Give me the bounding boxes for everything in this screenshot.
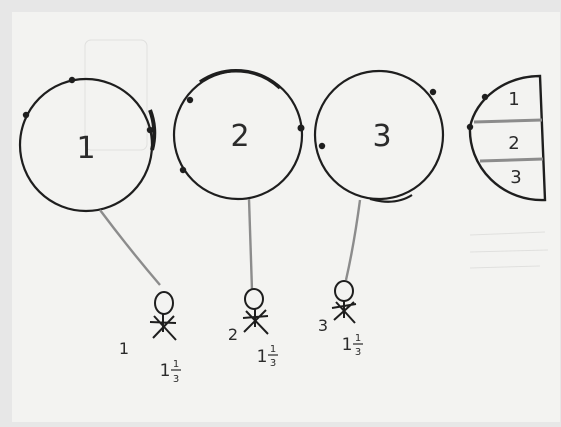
half-circle-dot-left	[466, 123, 474, 131]
circle-2: 2	[172, 68, 305, 201]
person-2-body	[242, 309, 269, 335]
person-2-share-den: 3	[270, 358, 276, 369]
string-2	[247, 198, 254, 291]
circle-3-tail	[369, 194, 413, 203]
paper-show-through	[84, 39, 549, 269]
person-3: 3 1 1 3	[318, 280, 363, 358]
person-2-share-whole: 1	[257, 347, 268, 367]
person-3-share-whole: 1	[342, 335, 353, 355]
circle-1-dot-top	[68, 76, 76, 84]
circle-2-dot-left	[186, 96, 194, 104]
person-3-share-den: 3	[355, 347, 361, 358]
person-1-share-num: 1	[173, 359, 179, 370]
half-circle-divider-2	[479, 157, 544, 163]
circle-2-dot-bottom	[179, 166, 187, 174]
string-3	[344, 199, 362, 281]
circle-2-arc	[199, 68, 282, 90]
person-1-share-whole: 1	[160, 361, 171, 381]
circle-2-label: 2	[230, 119, 249, 154]
person-1-share-den: 3	[173, 374, 179, 385]
half-circle-divider-1	[473, 118, 543, 124]
person-1-body	[149, 314, 177, 341]
string-1	[99, 209, 161, 286]
circle-3-label: 3	[372, 119, 391, 154]
circle-3-outline	[313, 69, 445, 201]
person-2: 2 1 1 3	[228, 288, 278, 369]
split-half-circle: 1 2 3	[466, 74, 547, 202]
person-2-number: 2	[228, 325, 238, 344]
circle-3-dot-right	[429, 88, 437, 96]
half-circle-dot-top	[481, 93, 489, 101]
half-circle-outline	[468, 74, 547, 202]
half-circle-label-2: 2	[508, 133, 519, 154]
circle-1: 1	[18, 76, 157, 213]
half-circle-label-3: 3	[510, 167, 521, 188]
person-3-number: 3	[318, 316, 328, 335]
person-1: 1 1 1 3	[119, 291, 181, 385]
half-circle-label-1: 1	[508, 89, 519, 110]
circle-3: 3	[313, 69, 445, 203]
circle-1-dot-left	[22, 111, 30, 119]
circle-1-label: 1	[76, 131, 95, 166]
circle-3-dot-left	[318, 142, 326, 150]
person-3-body	[331, 301, 357, 324]
circle-1-dot-right	[146, 126, 154, 134]
circle-2-dot-right	[297, 124, 305, 132]
person-2-share-num: 1	[270, 344, 276, 355]
circle-1-arc	[148, 109, 157, 151]
paper-sheet	[12, 12, 560, 422]
person-3-share-num: 1	[355, 333, 361, 344]
person-1-number: 1	[119, 339, 129, 358]
